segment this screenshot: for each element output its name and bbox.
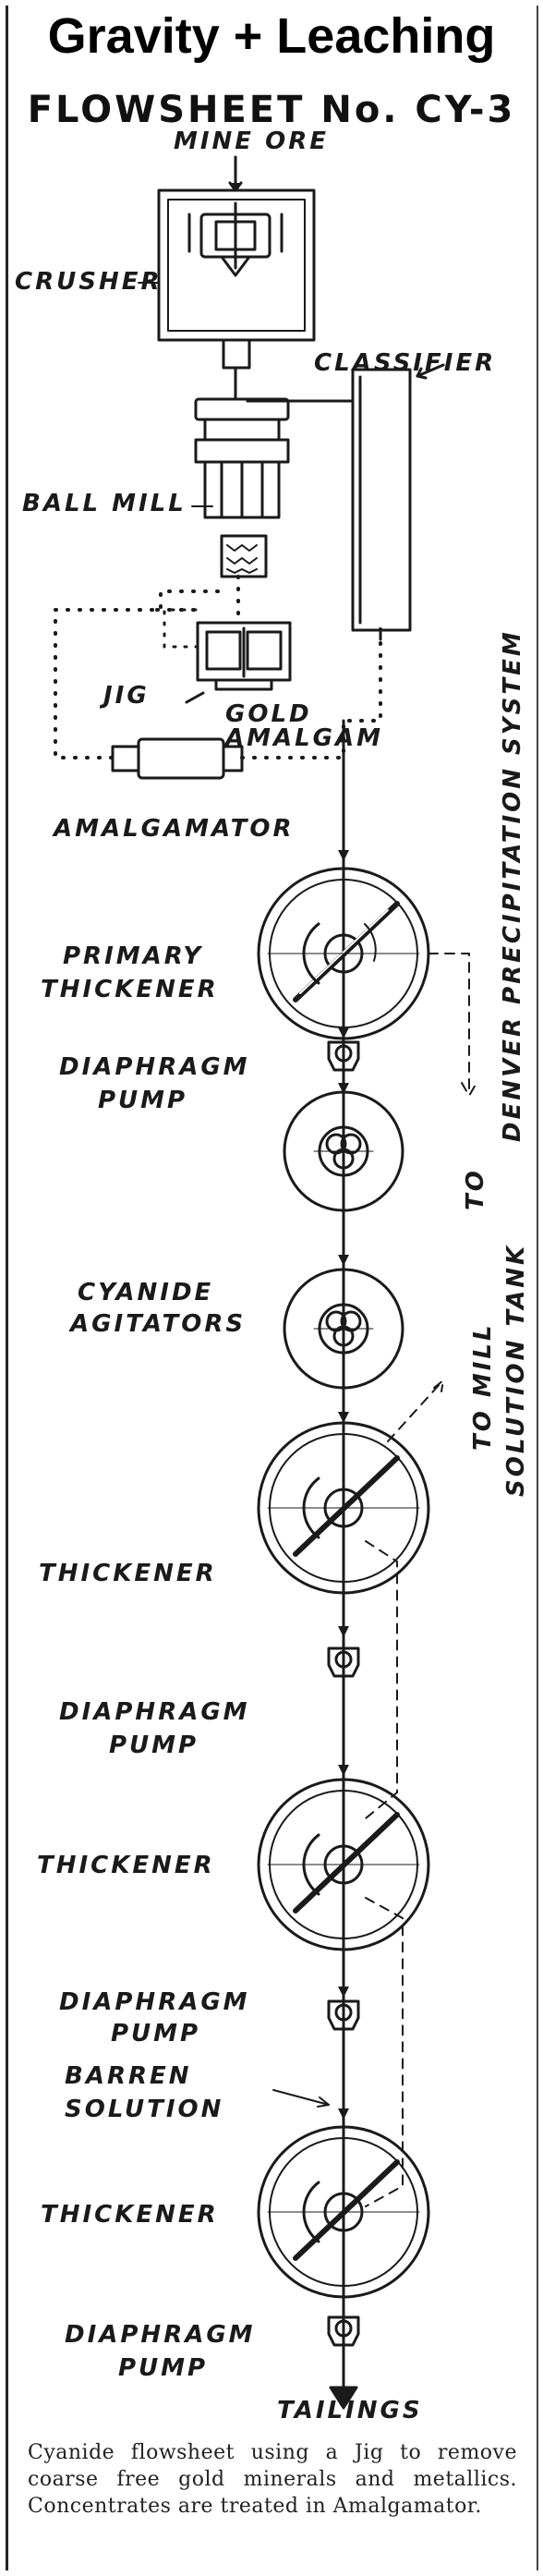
amalgamator-unit [111, 737, 244, 780]
label-cyanide: CYANIDE [78, 1279, 214, 1306]
label-thickener-4: THICKENER [41, 2201, 219, 2229]
label-classifier: CLASSIFIER [314, 349, 497, 377]
label-primary-thickener: THICKENER [41, 976, 219, 1003]
label-diaphragm-4: DIAPHRAGM [65, 2321, 256, 2349]
figure-caption: Cyanide flowsheet using a Jig to remove … [28, 2441, 517, 2518]
label-primary: PRIMARY [63, 942, 204, 970]
headline: Gravity + Leaching [47, 8, 496, 64]
label-barren: BARREN [65, 2062, 192, 2090]
label-solution-tank: SOLUTION TANK [502, 1243, 530, 1497]
label-to-mill: TO MILL [469, 1322, 497, 1451]
label-tailings: TAILINGS [277, 2397, 423, 2424]
cyanide-agitator-1 [283, 1090, 404, 1212]
label-mine-ore: MINE ORE [174, 128, 330, 155]
label-diaphragm-3: DIAPHRAGM [59, 1988, 250, 2016]
label-amalgamator: AMALGAMATOR [54, 815, 295, 843]
cyanide-agitator-2 [283, 1268, 404, 1390]
label-gold: GOLD [225, 700, 312, 728]
page-frame [6, 6, 538, 2570]
label-thickener-2: THICKENER [39, 1560, 217, 1587]
label-pump-3: PUMP [111, 2020, 201, 2047]
label-solution: SOLUTION [65, 2096, 224, 2123]
label-pump-4: PUMP [118, 2354, 209, 2382]
pointer-lines [138, 282, 330, 2108]
label-jig: JIG [103, 682, 150, 710]
label-pump-1: PUMP [98, 1087, 188, 1114]
label-thickener-3: THICKENER [37, 1852, 215, 1879]
thickener-tank-3 [257, 1778, 430, 1951]
thickener-tank-4 [257, 2125, 430, 2299]
diaphragm-pump-4 [327, 2315, 360, 2347]
tailings-arrow [329, 2386, 358, 2410]
flowsheet-title: FLOWSHEET No. CY-3 [27, 89, 516, 131]
label-crusher: CRUSHER [15, 268, 163, 296]
diaphragm-pump-1 [327, 1040, 360, 1072]
label-diaphragm-2: DIAPHRAGM [59, 1698, 250, 1726]
label-denver-precipitation-system: DENVER PRECIPITATION SYSTEM [499, 629, 526, 1142]
flow-arrows [338, 850, 349, 2120]
label-agitators: AGITATORS [70, 1310, 247, 1338]
classifier-unit [246, 363, 445, 641]
diaphragm-pump-2 [327, 1646, 360, 1678]
ball-mill-unit [194, 368, 290, 578]
dashed-return-lines [365, 953, 477, 2207]
label-diaphragm-1: DIAPHRAGM [59, 1053, 250, 1081]
label-pump-2: PUMP [109, 1732, 199, 1759]
label-ball-mill: BALL MILL [22, 490, 187, 517]
crusher-unit [157, 155, 316, 370]
diaphragm-pump-3 [327, 1999, 360, 2031]
label-amalgam: AMALGAM [225, 724, 384, 752]
label-to-denver: TO [462, 1168, 489, 1210]
circuit-lines [54, 575, 382, 759]
jig-unit [163, 608, 292, 704]
